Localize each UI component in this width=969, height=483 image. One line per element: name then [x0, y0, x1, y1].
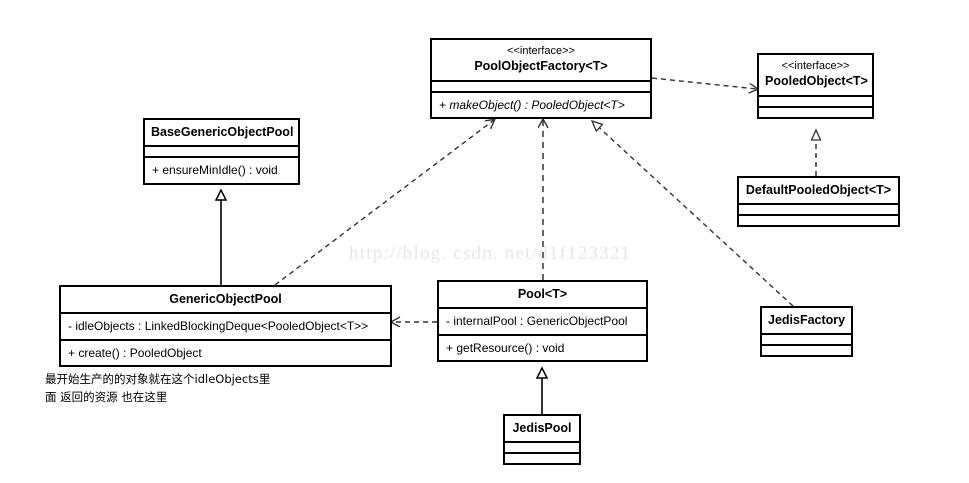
class-stereotype: <<interface>> [781, 60, 850, 72]
class-box-base-generic-object-pool[interactable]: BaseGenericObjectPool + ensureMinIdle() … [143, 118, 300, 185]
class-header-base-generic-object-pool: BaseGenericObjectPool [145, 120, 298, 145]
class-header-pool: Pool<T> [439, 282, 646, 307]
class-name: BaseGenericObjectPool [151, 125, 294, 139]
class-box-pool-object-factory[interactable]: <<interface>> PoolObjectFactory<T> + mak… [430, 38, 652, 119]
class-name: Pool<T> [517, 287, 568, 301]
class-box-pooled-object[interactable]: <<interface>> PooledObject<T> [757, 53, 874, 119]
class-operations-base-generic-object-pool: + ensureMinIdle() : void [145, 156, 298, 182]
annotation-note: 最开始生产的的对象就在这个idleObjects里 面 返回的资源 也在这里 [45, 372, 271, 404]
class-name: DefaultPooledObject<T> [745, 183, 892, 197]
class-name: JedisFactory [768, 313, 846, 327]
class-attributes-generic-object-pool: - idleObjects : LinkedBlockingDeque<Pool… [61, 312, 390, 338]
class-operations-jedis-factory [762, 344, 851, 355]
class-header-jedis-pool: JedisPool [505, 416, 579, 441]
class-header-pool-object-factory: <<interface>> PoolObjectFactory<T> [432, 40, 650, 80]
class-header-generic-object-pool: GenericObjectPool [61, 287, 390, 312]
class-header-jedis-factory: JedisFactory [762, 308, 851, 333]
class-attributes-base-generic-object-pool [145, 145, 298, 156]
class-name: PoolObjectFactory<T> [474, 59, 608, 74]
class-operations-generic-object-pool: + create() : PooledObject [61, 338, 390, 365]
class-box-pool[interactable]: Pool<T> - internalPool : GenericObjectPo… [437, 280, 648, 363]
class-box-jedis-pool[interactable]: JedisPool [503, 414, 581, 466]
class-attributes-jedis-factory [762, 333, 851, 344]
class-name: GenericObjectPool [169, 292, 282, 306]
class-box-generic-object-pool[interactable]: GenericObjectPool - idleObjects : Linked… [59, 285, 392, 368]
watermark-text: http://blog. csdn. net/d1f123321 [349, 243, 632, 264]
edge-pool-object-factory-to-pooled-object [651, 77, 757, 89]
class-attributes-jedis-pool [505, 441, 579, 452]
class-stereotype: <<interface>> [507, 45, 575, 57]
class-attributes-pool-object-factory [432, 79, 650, 91]
class-attributes-default-pooled-object [739, 203, 898, 214]
class-header-pooled-object: <<interface>> PooledObject<T> [759, 55, 872, 95]
class-header-default-pooled-object: DefaultPooledObject<T> [739, 178, 898, 203]
class-operations-default-pooled-object [739, 214, 898, 225]
class-operations-pooled-object [759, 105, 872, 117]
class-name: PooledObject<T> [765, 74, 868, 89]
class-operations-pool: + getResource() : void [439, 333, 646, 360]
class-name: JedisPool [512, 421, 572, 435]
class-operations-jedis-pool [505, 452, 579, 463]
class-attributes-pooled-object [759, 94, 872, 106]
class-operations-pool-object-factory: + makeObject() : PooledObject<T> [432, 90, 650, 117]
class-box-default-pooled-object[interactable]: DefaultPooledObject<T> [737, 176, 900, 228]
class-attributes-pool: - internalPool : GenericObjectPool [439, 307, 646, 333]
class-box-jedis-factory[interactable]: JedisFactory [760, 306, 853, 358]
